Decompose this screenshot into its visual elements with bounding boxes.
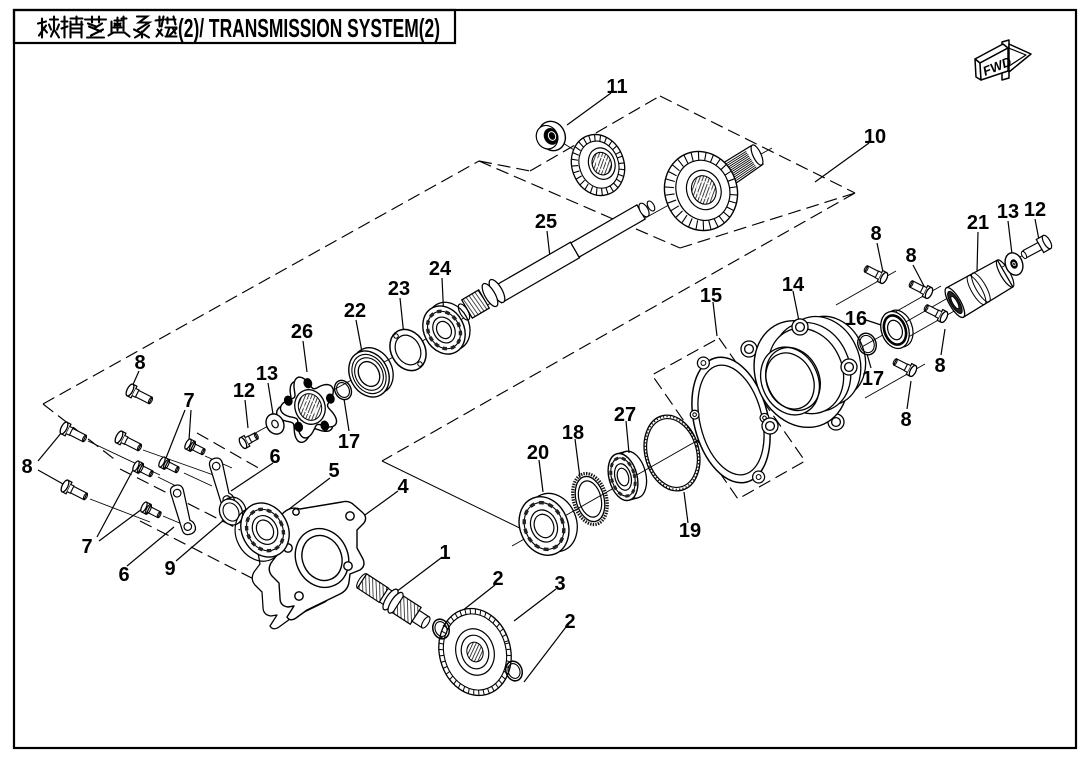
svg-text:4: 4 [397,476,409,498]
svg-text:13: 13 [256,363,278,385]
svg-text:25: 25 [535,211,557,233]
svg-text:8: 8 [870,223,881,245]
svg-text:8: 8 [134,352,145,374]
svg-text:13: 13 [997,201,1019,223]
svg-text:17: 17 [338,431,360,453]
svg-text:1: 1 [439,542,450,564]
svg-text:12: 12 [1024,199,1046,221]
svg-text:15: 15 [700,285,722,307]
svg-text:8: 8 [21,456,32,478]
svg-text:6: 6 [269,446,280,468]
svg-text:8: 8 [900,409,911,431]
svg-text:17: 17 [862,368,884,390]
svg-text:8: 8 [934,355,945,377]
svg-text:2: 2 [564,611,575,633]
svg-text:14: 14 [782,274,805,296]
svg-text:27: 27 [614,404,636,426]
svg-text:21: 21 [967,212,989,234]
svg-text:19: 19 [679,520,701,542]
svg-text:7: 7 [81,536,92,558]
svg-text:5: 5 [328,460,339,482]
svg-text:6: 6 [118,564,129,586]
svg-text:10: 10 [864,126,886,148]
svg-text:18: 18 [562,422,584,444]
svg-text:8: 8 [905,245,916,267]
svg-text:3: 3 [554,573,565,595]
svg-text:22: 22 [344,300,366,322]
svg-text:20: 20 [527,442,549,464]
svg-text:26: 26 [291,321,313,343]
svg-text:2: 2 [492,568,503,590]
svg-text:7: 7 [183,390,194,412]
svg-text:23: 23 [388,278,410,300]
svg-text:16: 16 [845,308,867,330]
svg-text:(2)/ TRANSMISSION SYSTEM(2): (2)/ TRANSMISSION SYSTEM(2) [178,13,440,43]
svg-text:24: 24 [429,258,452,280]
svg-text:11: 11 [606,76,627,98]
svg-text:12: 12 [233,380,255,402]
svg-text:9: 9 [164,558,175,580]
